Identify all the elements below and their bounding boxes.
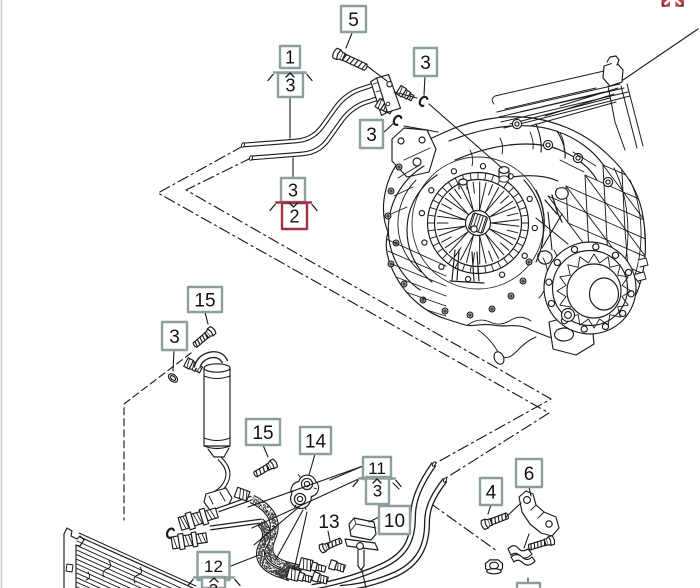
svg-text:3: 3	[373, 482, 382, 501]
svg-text:3: 3	[420, 53, 431, 74]
svg-text:6: 6	[524, 464, 535, 485]
svg-text:1: 1	[285, 47, 295, 67]
svg-text:3: 3	[285, 75, 295, 95]
svg-text:3: 3	[209, 581, 218, 588]
svg-text:4: 4	[486, 482, 497, 503]
svg-text:2: 2	[289, 206, 299, 226]
svg-text:14: 14	[305, 431, 327, 452]
svg-text:15: 15	[252, 423, 273, 444]
svg-text:5: 5	[348, 10, 359, 31]
svg-text:11: 11	[368, 459, 386, 478]
svg-text:10: 10	[384, 511, 405, 532]
svg-text:3: 3	[288, 180, 298, 200]
svg-text:15: 15	[194, 290, 215, 311]
svg-text:12: 12	[204, 557, 223, 576]
svg-text:3: 3	[169, 327, 180, 348]
svg-text:3: 3	[366, 125, 377, 146]
svg-text:13: 13	[318, 512, 339, 533]
